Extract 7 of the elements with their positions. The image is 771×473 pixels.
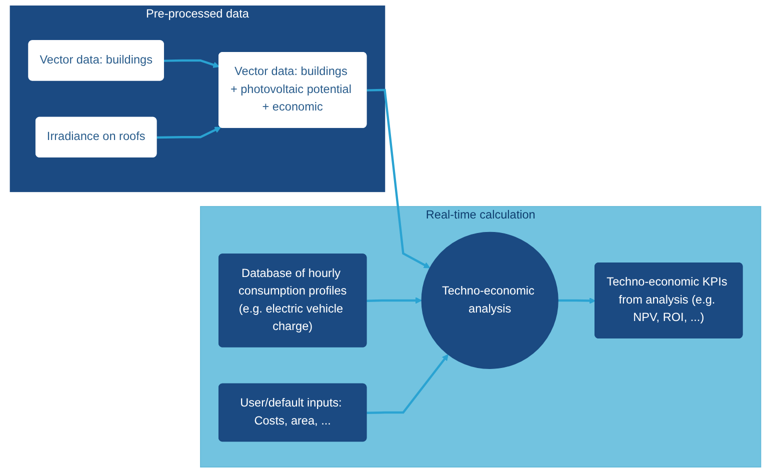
arrow xyxy=(156,126,222,139)
arrow xyxy=(366,354,448,414)
arrow xyxy=(164,59,220,68)
arrow xyxy=(366,297,422,304)
arrow xyxy=(366,88,430,268)
node-circle: Techno-economic analysis xyxy=(421,232,558,370)
arrow xyxy=(558,297,596,304)
